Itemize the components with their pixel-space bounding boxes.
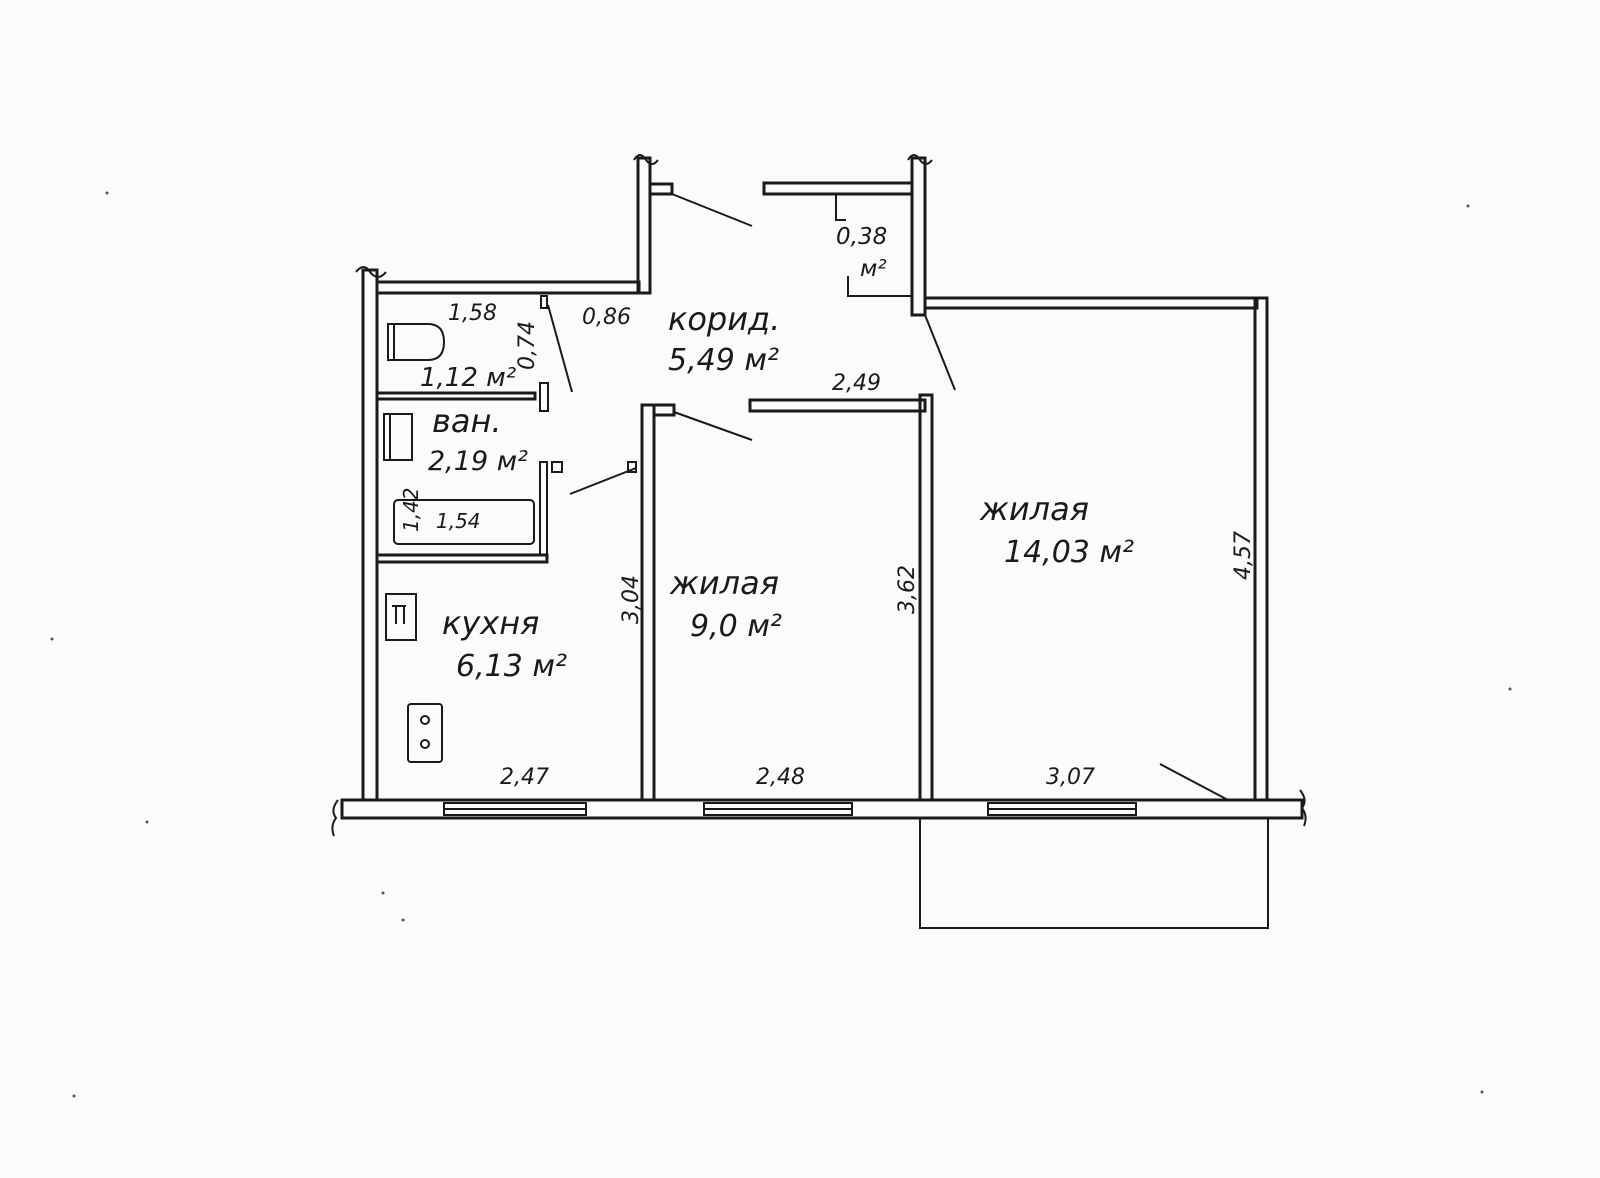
top-wall-left bbox=[375, 280, 641, 295]
dim-corridor-width: 0,86 bbox=[582, 305, 631, 330]
dim-room-small-top: 2,49 bbox=[832, 371, 881, 396]
dim-room-small-height: 3,62 bbox=[895, 565, 920, 614]
dim-kitchen-width: 2,47 bbox=[500, 765, 549, 790]
corridor-area: 5,49 м² bbox=[668, 343, 779, 378]
toilet-bath-partition bbox=[375, 391, 537, 401]
balcony bbox=[919, 818, 1269, 929]
small-room-top-wall-right bbox=[748, 398, 927, 413]
doors bbox=[547, 193, 956, 495]
corridor-name: корид. bbox=[668, 300, 780, 338]
entry-door bbox=[671, 193, 753, 227]
entry-jamb-left bbox=[648, 182, 674, 196]
bath-name: ван. bbox=[432, 402, 502, 440]
scan-specks bbox=[50, 191, 1512, 1098]
balcony-door-leaf bbox=[1159, 763, 1229, 801]
toilet-door bbox=[547, 304, 573, 393]
entry-top-wall bbox=[762, 181, 914, 196]
washbasin-icon bbox=[383, 413, 413, 461]
dim-room-large-height: 4,57 bbox=[1231, 531, 1256, 580]
kitchen-sink-icon bbox=[385, 593, 417, 641]
toilet-bowl-icon bbox=[387, 323, 446, 361]
small-room-area: 9,0 м² bbox=[690, 609, 782, 644]
dim-room-large-width: 3,07 bbox=[1046, 765, 1095, 790]
dim-toilet-width: 0,74 bbox=[515, 321, 540, 370]
right-wall bbox=[1253, 296, 1269, 802]
large-room-door bbox=[924, 314, 956, 391]
closet-outline bbox=[835, 194, 912, 297]
rooms-partition bbox=[918, 393, 934, 802]
small-room-top-wall-left bbox=[652, 403, 676, 417]
fixtures bbox=[383, 323, 535, 763]
dim-room-small-width: 2,48 bbox=[756, 765, 805, 790]
closet-area-value: 0,38 bbox=[836, 224, 887, 250]
interior-walls bbox=[375, 194, 934, 802]
dim-kitchen-height: 3,04 bbox=[619, 575, 644, 624]
left-wall bbox=[361, 268, 379, 802]
entry-wall-left bbox=[636, 156, 652, 295]
small-room-name: жилая bbox=[669, 564, 779, 602]
stove-icon bbox=[407, 703, 443, 763]
large-room-name: жилая bbox=[979, 490, 1089, 528]
bath-area: 2,19 м² bbox=[428, 446, 528, 477]
toilet-area: 1,12 м² bbox=[420, 363, 516, 393]
bath-kitchen-partition bbox=[375, 553, 549, 564]
bath-right-wall bbox=[539, 461, 548, 556]
room-labels: корид. 5,49 м² ван. 2,19 м² 1,12 м² 0,38… bbox=[420, 224, 1134, 684]
bathtub-icon bbox=[393, 499, 535, 545]
bath-door bbox=[569, 467, 637, 495]
large-room-area: 14,03 м² bbox=[1004, 535, 1134, 570]
dim-bathtub-length: 1,54 bbox=[436, 509, 481, 533]
dimension-labels: 1,58 0,74 0,86 2,49 1,54 1,42 3,04 3,62 … bbox=[399, 301, 1256, 790]
exterior-walls bbox=[331, 154, 1307, 837]
windows bbox=[443, 802, 1137, 816]
kitchen-name: кухня bbox=[442, 604, 539, 642]
kitchen-room-wall bbox=[640, 403, 656, 802]
entry-wall-right bbox=[910, 156, 927, 317]
closet-area-unit: м² bbox=[860, 256, 887, 282]
dim-bath-width: 1,42 bbox=[399, 487, 423, 532]
dim-toilet-length: 1,58 bbox=[448, 301, 497, 326]
kitchen-area: 6,13 м² bbox=[456, 649, 567, 684]
large-room-top-wall bbox=[923, 296, 1259, 310]
small-room-door bbox=[673, 411, 753, 441]
